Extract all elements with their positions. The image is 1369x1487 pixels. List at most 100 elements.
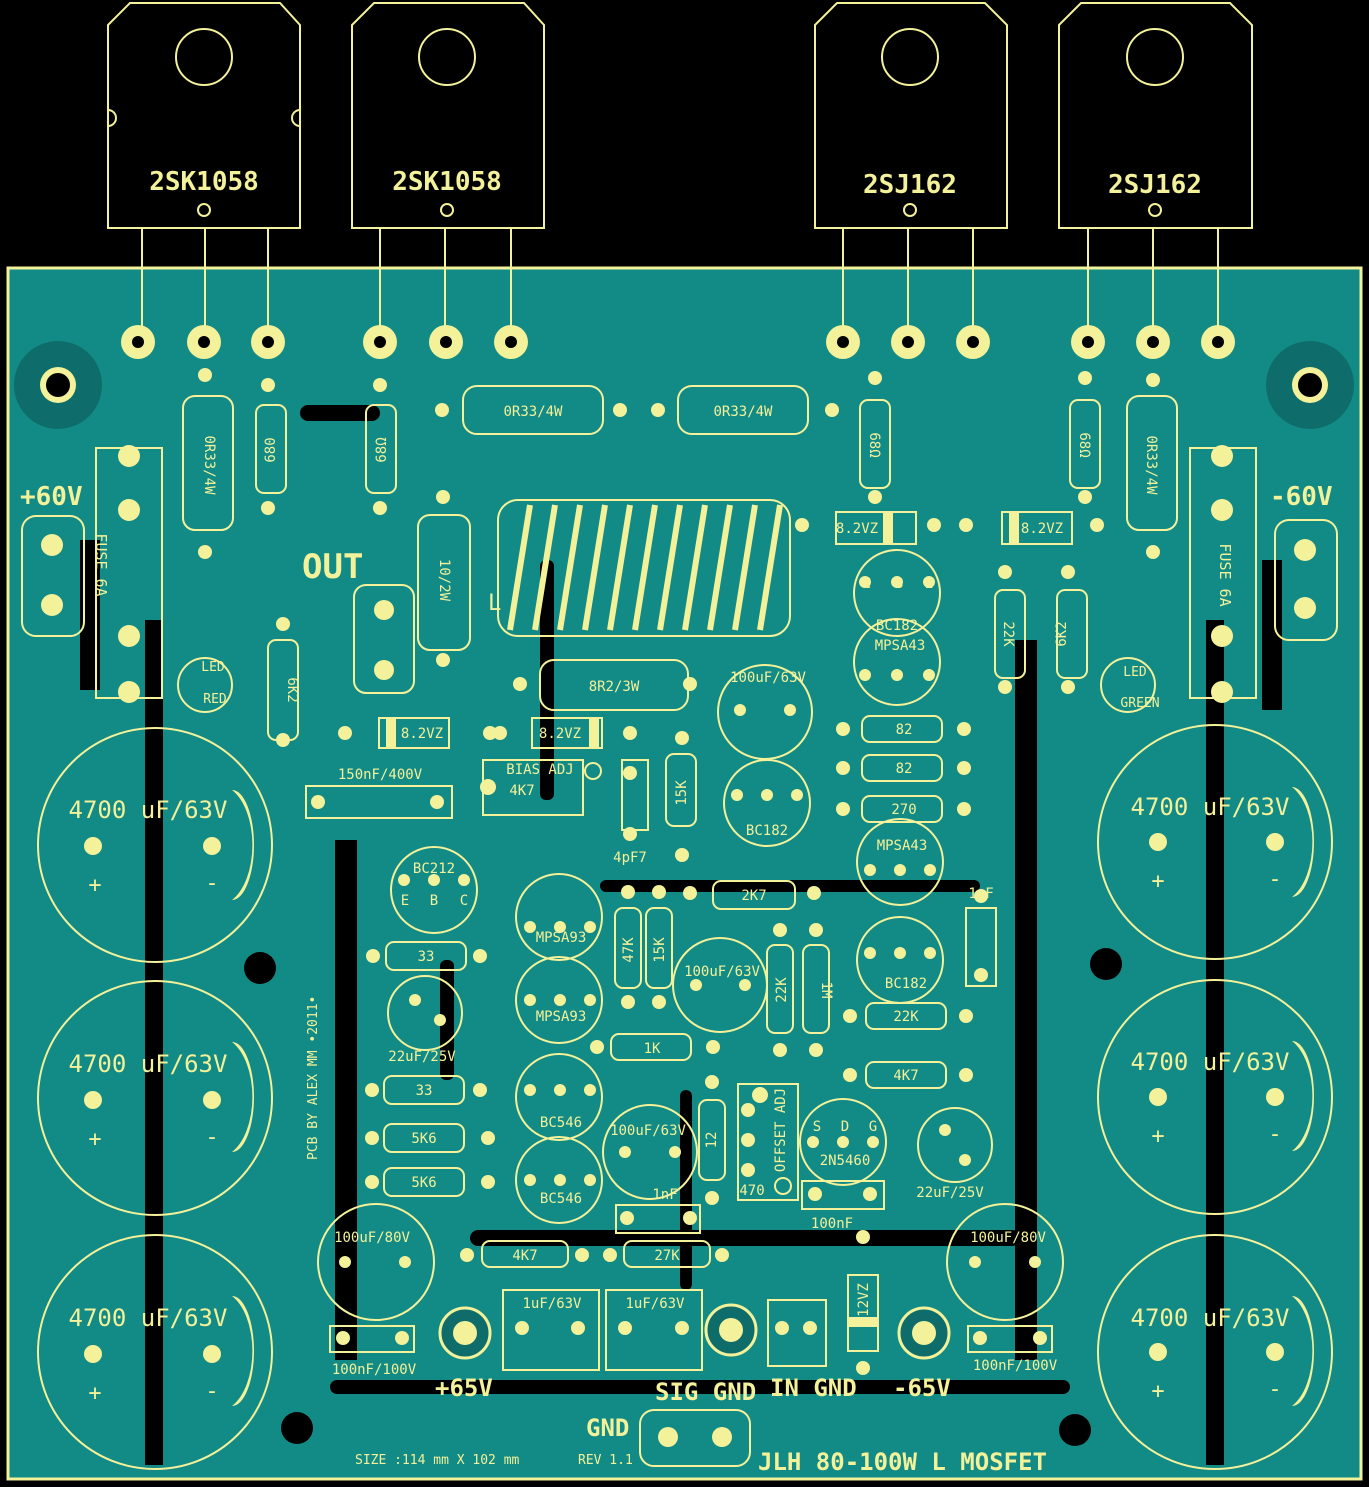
- small-cap-outlines: [305, 664, 1064, 1371]
- c-100u80-b: 100uF/80V: [970, 1230, 1046, 1246]
- c-100n100-a: 100nF/100V: [332, 1362, 417, 1378]
- r-33-a: 33: [418, 949, 435, 965]
- t-bc182-b: BC182: [746, 823, 788, 839]
- pin-g: G: [869, 1119, 877, 1135]
- r-47k: 47K: [621, 937, 637, 963]
- r-4k7-a: 4K7: [512, 1248, 537, 1264]
- r-12: 12: [704, 1132, 720, 1149]
- fuse-right-label: FUSE 6A: [1216, 543, 1234, 606]
- cap-plus: +: [88, 873, 101, 898]
- r-6k2-b: 6K2: [1054, 621, 1070, 646]
- bias-adj-value: 4K7: [509, 783, 534, 799]
- zener-1: 8.2VZ: [836, 521, 878, 537]
- zener-2: 8.2VZ: [1021, 521, 1063, 537]
- pin-e: E: [401, 893, 409, 909]
- r-27k: 27K: [654, 1248, 680, 1264]
- r-680: 680: [263, 437, 279, 462]
- c-1n-b: 1nF: [652, 1187, 677, 1203]
- c-22u25-a: 22uF/25V: [388, 1049, 456, 1065]
- r-1m: 1M: [818, 982, 834, 999]
- t-mpsa93-b: MPSA93: [536, 1009, 587, 1025]
- c-22u25-b: 22uF/25V: [916, 1185, 984, 1201]
- bulk-capacitors: [37, 724, 1333, 1470]
- c-1n-a: 1nF: [968, 886, 993, 902]
- r-5k6-a: 5K6: [411, 1131, 436, 1147]
- cap-label: 4700 uF/63V: [69, 796, 228, 824]
- c-1u-b: 1uF/63V: [625, 1296, 685, 1312]
- r-0r33-a: 0R33/4W: [503, 404, 563, 420]
- c-100n: 100nF: [811, 1216, 853, 1232]
- led-left-label: LED: [201, 660, 225, 675]
- q4-label: 2SJ162: [1108, 170, 1202, 200]
- cap-plus: +: [1151, 1379, 1164, 1404]
- cap-plus: +: [88, 1381, 101, 1406]
- r-22k-c: 22K: [893, 1009, 919, 1025]
- led-right-label: LED: [1123, 665, 1147, 680]
- r-82-a: 82: [896, 722, 913, 738]
- plus65-label: +65V: [435, 1374, 493, 1402]
- r-470: 470: [739, 1183, 764, 1199]
- board-rev: REV 1.1: [578, 1453, 633, 1468]
- cap-label: 4700 uF/63V: [1131, 793, 1290, 821]
- led-left-color: RED: [203, 692, 227, 707]
- minus60-label: -60V: [1270, 482, 1333, 512]
- q3-label: 2SJ162: [863, 170, 957, 200]
- gnd-label: GND: [586, 1414, 629, 1442]
- led-right-color: GREEN: [1120, 696, 1159, 711]
- leds: LED RED LED GREEN: [177, 657, 1160, 713]
- cap-label: 4700 uF/63V: [69, 1304, 228, 1332]
- cap-label: 4700 uF/63V: [1131, 1304, 1290, 1332]
- plus60-label: +60V: [20, 482, 83, 512]
- t-bc546-a: BC546: [540, 1115, 582, 1131]
- cap-plus: +: [88, 1127, 101, 1152]
- transistor-q1: 2SK1058: [107, 2, 301, 330]
- cap-minus: -: [1268, 1377, 1281, 1402]
- out-label: OUT: [302, 547, 363, 587]
- sig-gnd-label: SIG GND: [655, 1378, 756, 1406]
- in-gnd-label: IN GND: [770, 1374, 857, 1402]
- r-10-2w: 10/2W: [436, 559, 452, 602]
- cap-label: 4700 uF/63V: [1131, 1048, 1290, 1076]
- c-4p7: 4pF7: [613, 850, 647, 866]
- cap-minus: -: [205, 871, 218, 896]
- minus65-label: -65V: [893, 1374, 951, 1402]
- r-0r33-b: 0R33/4W: [713, 404, 773, 420]
- t-bc182-c: BC182: [885, 976, 927, 992]
- c-100u63-a: 100uF/63V: [730, 670, 806, 686]
- pin-s: S: [813, 1119, 821, 1135]
- r-68-a: 68Ω: [374, 437, 390, 462]
- r-270: 270: [891, 802, 916, 818]
- pin-d: D: [841, 1119, 849, 1135]
- pin-e: E: [925, 576, 933, 592]
- board-title: JLH 80-100W L MOSFET: [758, 1448, 1047, 1476]
- r-2k7: 2K7: [741, 888, 766, 904]
- component-pads: [198, 368, 1160, 1375]
- t-mpsa43-b: MPSA43: [877, 838, 928, 854]
- t-bc546-b: BC546: [540, 1191, 582, 1207]
- pin-b: B: [430, 893, 438, 909]
- t-mpsa43-a: MPSA43: [875, 638, 926, 654]
- offset-adj-label: OFFSET ADJ: [773, 1088, 789, 1172]
- r-6k2-a: 6K2: [284, 677, 300, 702]
- t-bc212: BC212: [413, 861, 455, 877]
- board-size: SIZE :114 mm X 102 mm: [355, 1453, 520, 1468]
- transistor-pads: [121, 325, 1235, 359]
- output-coil: L: [488, 499, 791, 637]
- c-100u63-b: 100uF/63V: [684, 964, 760, 980]
- cap-plus: +: [1151, 869, 1164, 894]
- zener-outlines: [378, 511, 1073, 1352]
- r-82-b: 82: [896, 761, 913, 777]
- transistor-q2: 2SK1058: [351, 2, 545, 330]
- r-8r2: 8R2/3W: [589, 679, 640, 695]
- c-100n100-b: 100nF/100V: [973, 1358, 1058, 1374]
- r-0r33-d: 0R33/4W: [1143, 435, 1159, 495]
- pin-c: C: [863, 576, 871, 592]
- trimmers: [480, 762, 792, 1195]
- cap-plus: +: [1151, 1124, 1164, 1149]
- coil-label: L: [488, 591, 501, 616]
- cap-minus: -: [205, 1379, 218, 1404]
- r-0r33-c: 0R33/4W: [201, 435, 217, 495]
- cap-minus: -: [205, 1125, 218, 1150]
- q2-label: 2SK1058: [392, 167, 502, 197]
